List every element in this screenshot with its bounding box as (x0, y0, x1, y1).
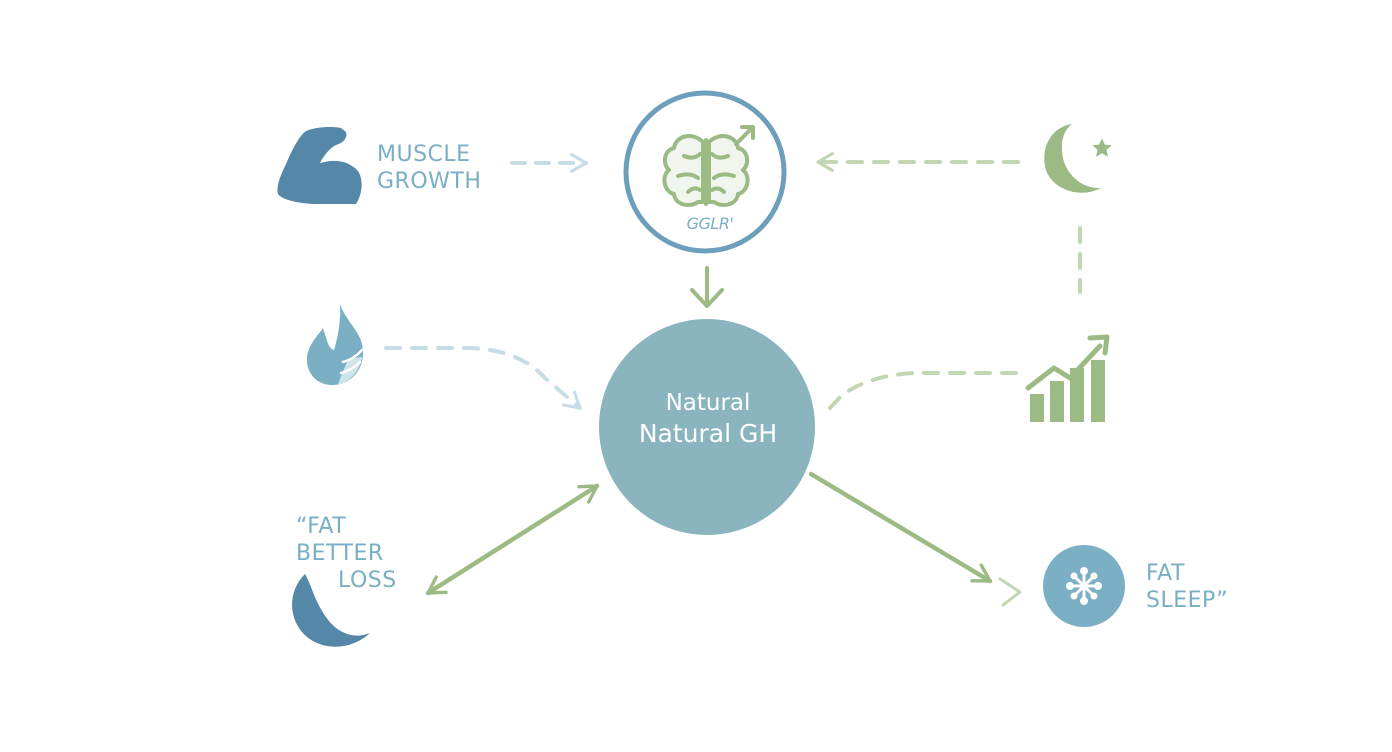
growth-chart-icon (1025, 334, 1110, 422)
arrow-center-to-fat-sleep (808, 471, 1022, 607)
fat-better-loss-label: “FAT BETTER LOSS (296, 513, 397, 594)
arrow-brain-to-center (690, 266, 724, 308)
center-node (599, 319, 815, 535)
snowflake-icon (1066, 567, 1102, 605)
fat-better-loss-line3: LOSS (338, 568, 397, 593)
fat-better-loss-line1: “FAT (296, 514, 347, 539)
moon-star-icon (1044, 124, 1112, 193)
center-node-label: Natural Natural GH (600, 388, 816, 450)
crescent-moon-icon (292, 574, 370, 647)
center-label-line2: Natural GH (638, 419, 778, 448)
brain-icon (662, 125, 755, 208)
flame-icon (306, 304, 364, 385)
muscle-label-line2: GROWTH (377, 169, 482, 194)
fat-better-loss-line2: BETTER (296, 541, 384, 566)
fat-sleep-line1: FAT (1146, 561, 1185, 586)
arrow-flame-to-center (384, 346, 582, 410)
muscle-growth-label: MUSCLE GROWTH (377, 141, 481, 195)
muscle-label-line1: MUSCLE (377, 142, 471, 167)
arrow-center-to-fat-better-loss (425, 483, 600, 596)
center-label-line1: Natural (665, 390, 751, 416)
brain-node-label: GGLR' (686, 214, 734, 233)
fat-sleep-label: FAT SLEEP” (1146, 560, 1228, 614)
connector-chart-to-center (828, 371, 1018, 410)
fat-sleep-line2: SLEEP” (1146, 588, 1229, 613)
flexed-arm-icon (277, 127, 362, 204)
